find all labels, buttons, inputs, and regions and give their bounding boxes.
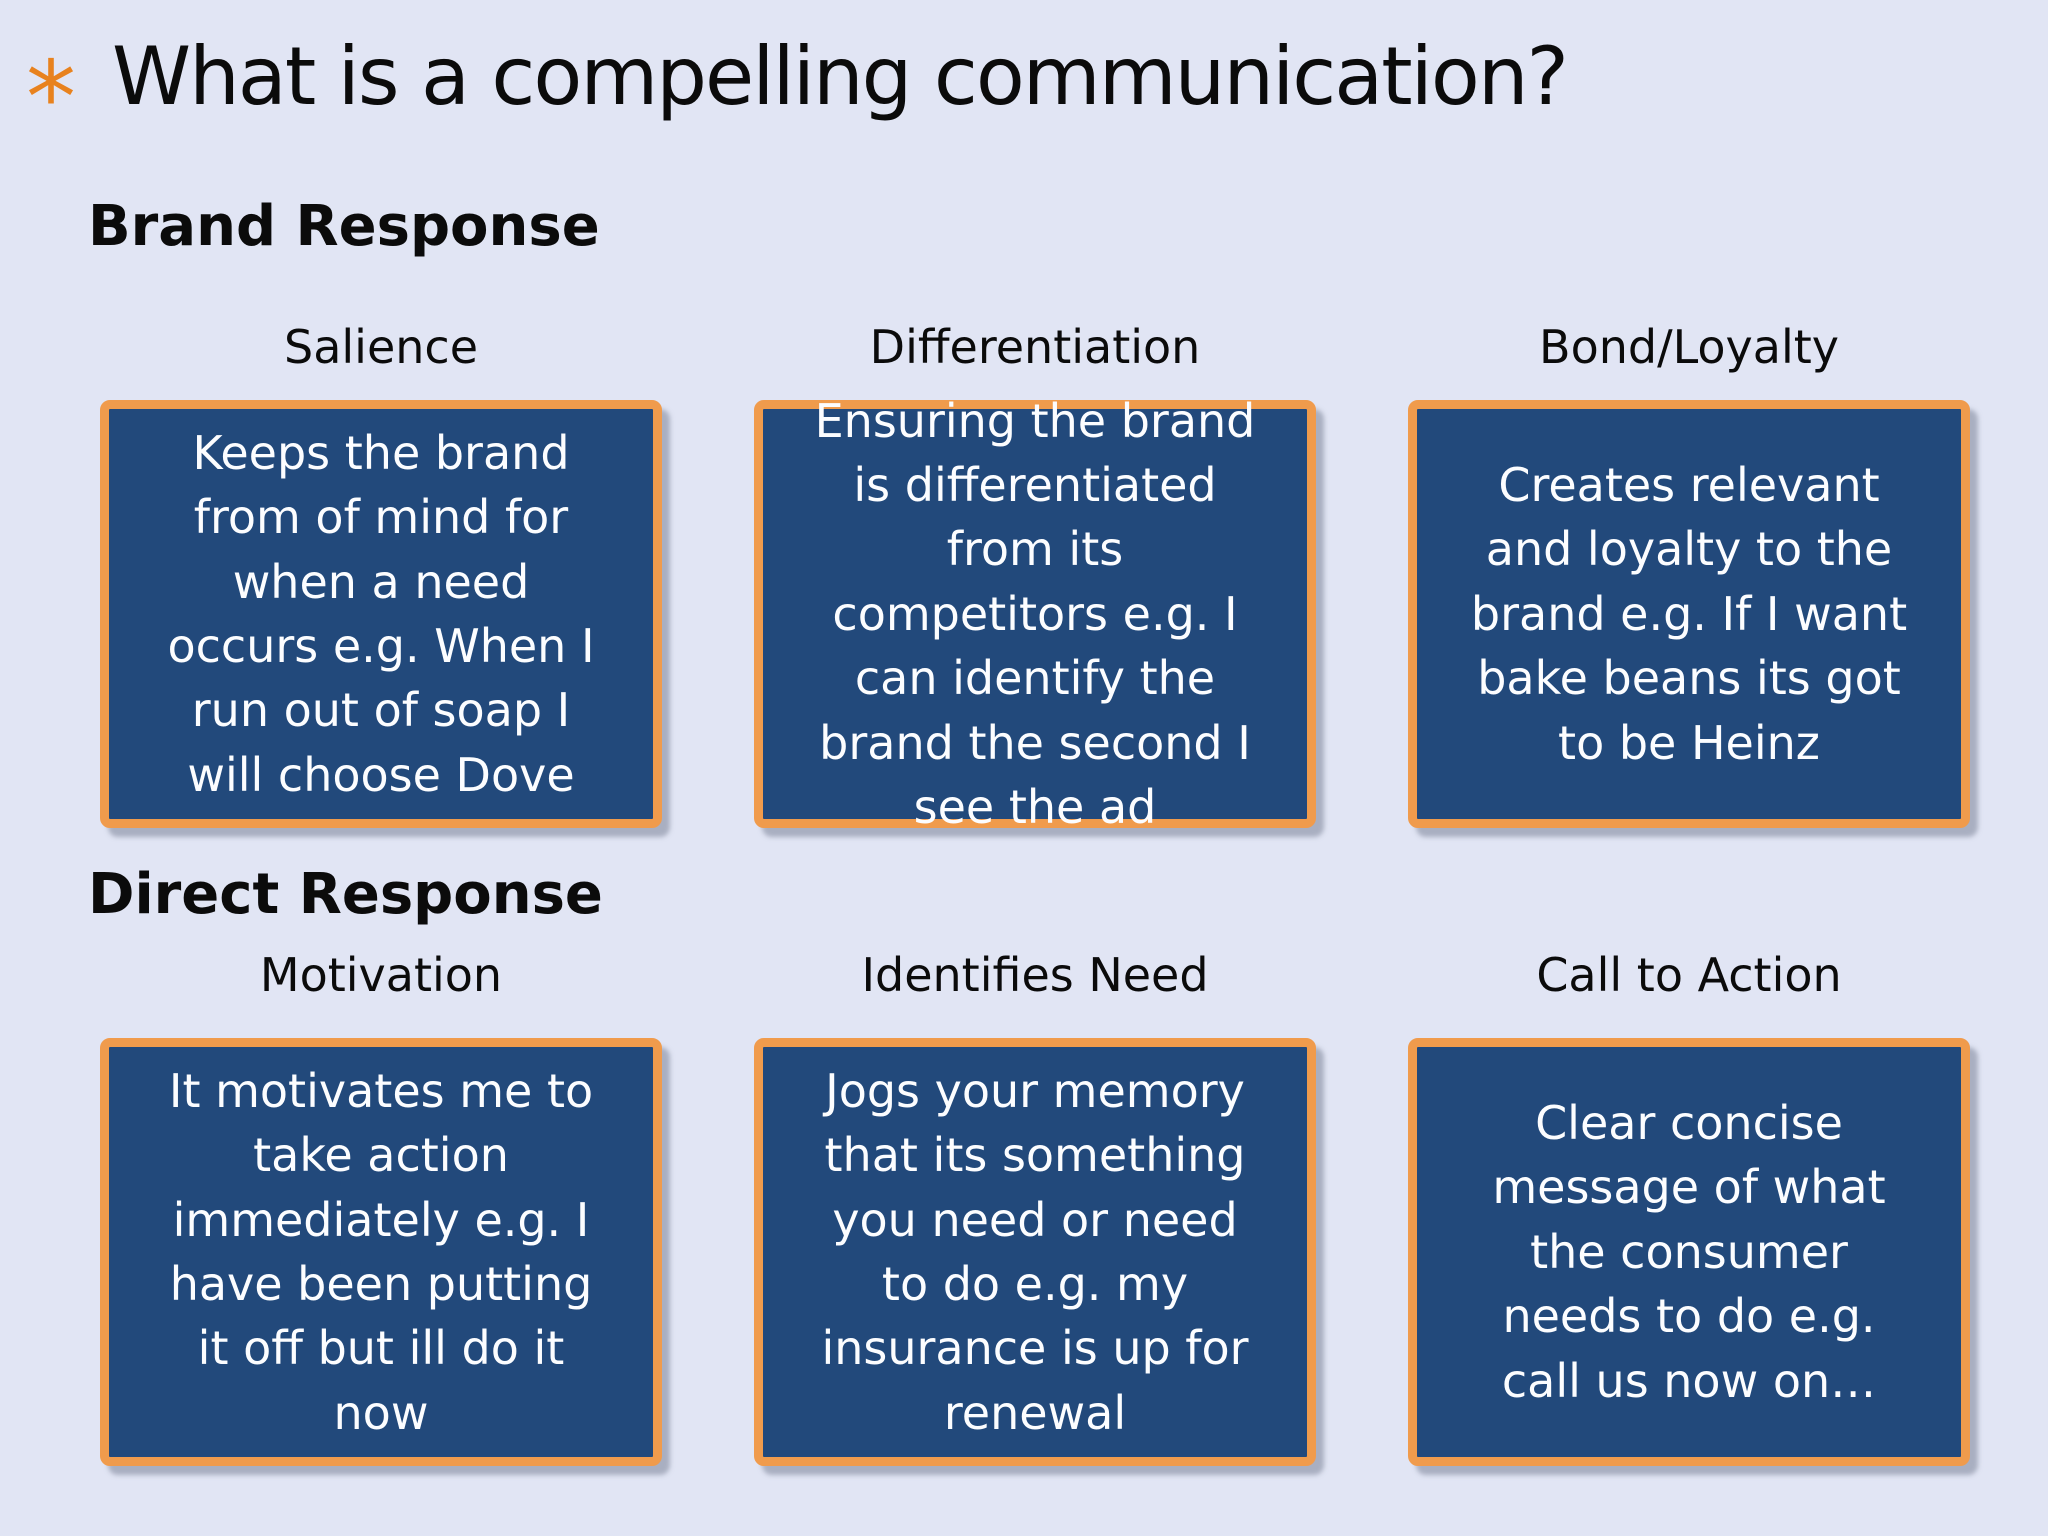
card-label-salience: Salience [284,320,478,374]
card-label-identifies-need: Identifies Need [861,948,1209,1002]
card-label-bond-loyalty: Bond/Loyalty [1539,320,1839,374]
card-salience-text: Keeps the brand from of mind for when a … [167,425,595,802]
section-heading-direct-response: Direct Response [88,862,603,927]
card-bond-loyalty-text: Creates relevant and loyalty to the bran… [1470,458,1908,770]
card-differentiation: Ensuring the brand is differentiated fro… [754,394,1316,834]
card-identifies-need: Jogs your memory that its something you … [754,1038,1316,1466]
card-call-to-action-text: Clear concise message of what the consum… [1492,1096,1886,1408]
card-label-differentiation: Differentiation [869,320,1201,374]
slide-title: What is a compelling communication? [112,30,1569,123]
card-motivation: It motivates me to take action immediate… [100,1038,662,1466]
card-differentiation-text: Ensuring the brand is differentiated fro… [814,393,1256,834]
card-label-call-to-action: Call to Action [1536,948,1842,1002]
card-identifies-need-text: Jogs your memory that its something you … [821,1063,1249,1440]
card-motivation-text: It motivates me to take action immediate… [168,1063,594,1440]
card-label-motivation: Motivation [259,948,503,1002]
card-bond-loyalty: Creates relevant and loyalty to the bran… [1408,400,1970,828]
asterisk-bullet-icon: * [26,39,76,156]
section-heading-brand-response: Brand Response [88,194,600,259]
card-salience: Keeps the brand from of mind for when a … [100,400,662,828]
card-call-to-action: Clear concise message of what the consum… [1408,1038,1970,1466]
